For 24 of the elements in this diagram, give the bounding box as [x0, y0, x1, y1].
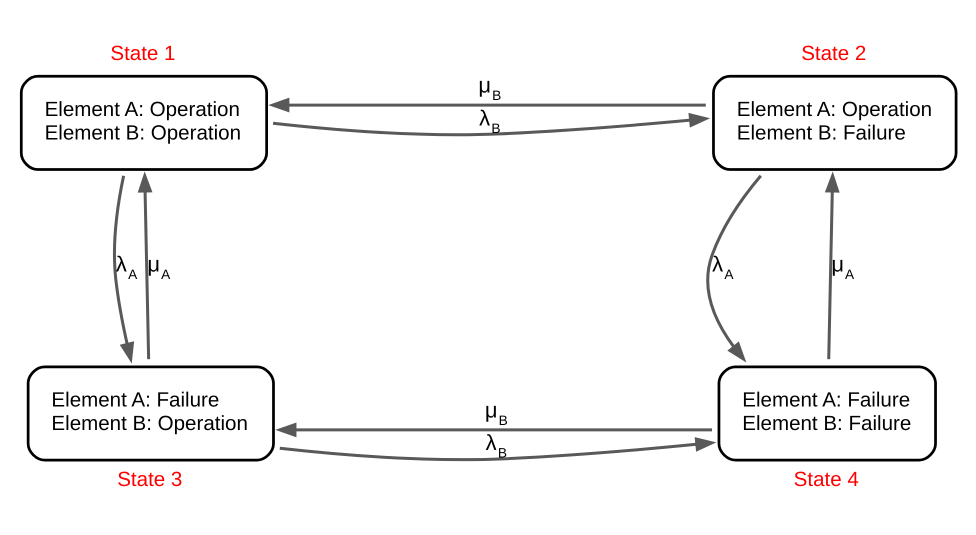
arrow	[280, 437, 716, 462]
node-label: State 2	[801, 42, 866, 65]
node-label: State 4	[794, 468, 859, 492]
node-box: Element A: Failure Element B: Failure	[718, 366, 937, 462]
node-box: Element A: Operation Element B: Operation	[20, 74, 268, 171]
arrow	[112, 176, 134, 364]
arrow	[272, 112, 710, 136]
edge-label: μ$_{B}$	[478, 72, 502, 103]
arrow	[275, 422, 712, 438]
edge-label: λ$_{A}$	[712, 251, 734, 282]
arrow	[824, 171, 840, 360]
edge-label: λ$_{B}$	[479, 105, 501, 136]
edge-label: μ$_{A}$	[831, 251, 854, 282]
arrow	[706, 174, 762, 363]
edge-label: μ$_{A}$	[147, 251, 170, 282]
node-box: Element A: Failure Element B: Operation	[26, 366, 275, 462]
edge-label: λ$_{B}$	[486, 430, 508, 461]
node-box: Element A: Operation Element B: Failure	[712, 74, 958, 171]
edge-label: λ$_{A}$	[116, 251, 138, 282]
edge-label: μ$_{B}$	[484, 397, 508, 428]
node-label: State 1	[110, 42, 176, 65]
node-label: State 3	[117, 468, 182, 492]
arrow	[138, 171, 152, 360]
arrow	[268, 98, 706, 112]
